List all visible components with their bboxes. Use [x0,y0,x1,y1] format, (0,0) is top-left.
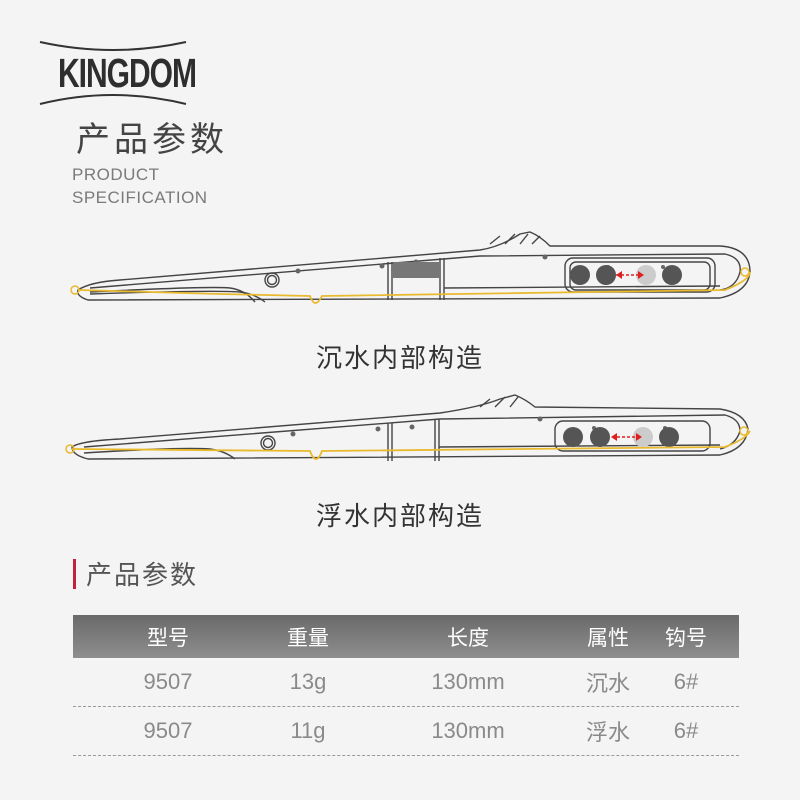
floating-lure-diagram [65,394,751,461]
table-row: 9507 11g 130mm 浮水 6# [73,707,739,756]
floating-diagram-caption: 浮水内部构造 [315,502,484,532]
page-subtitle: PRODUCT SPECIFICATION [72,165,208,207]
logo-text: KINGDOM [58,52,197,97]
header-hook: 钩号 [665,625,707,650]
table-row: 9507 13g 130mm 沉水 6# [73,658,739,707]
header-weight: 重量 [287,625,329,650]
sinking-diagram-caption: 沉水内部构造 [315,344,484,374]
logo-swoosh-icon [39,41,187,105]
page-title: 产品参数 [76,120,228,160]
header-model: 型号 [147,625,189,650]
header-length: 长度 [447,625,489,650]
section-title: 产品参数 [86,561,199,591]
sinking-lure-diagram [70,231,751,304]
spec-table: 型号 重量 长度 属性 钩号 9507 13g 130mm 沉水 6# 9507… [73,615,739,756]
header-type: 属性 [587,625,629,650]
section-accent-bar [73,559,76,589]
table-header: 型号 重量 长度 属性 钩号 [73,615,739,658]
brand-logo: KINGDOM [38,38,197,106]
